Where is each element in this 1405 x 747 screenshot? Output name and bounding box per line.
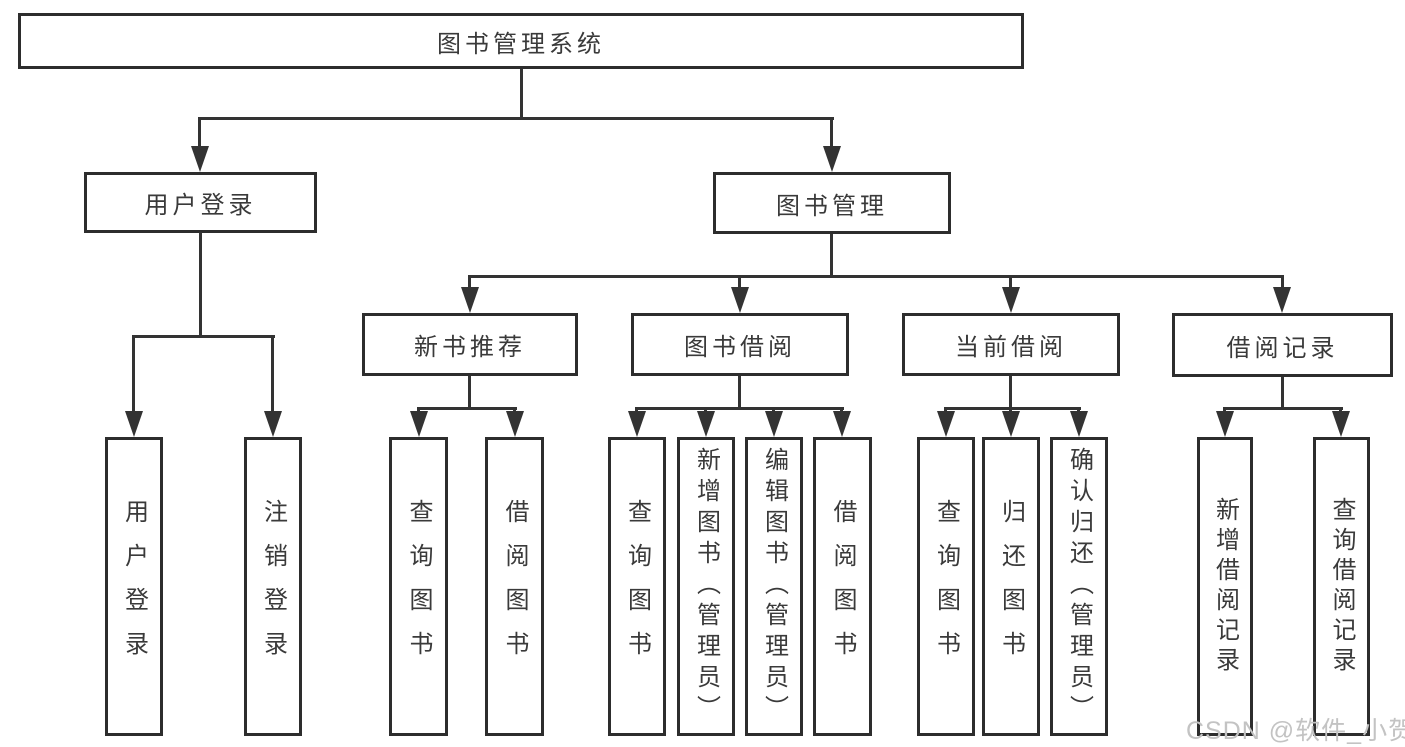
arrow-down-icon (191, 146, 209, 172)
leaf-label: 查询图书 (623, 498, 651, 675)
arrow-down-icon (765, 411, 783, 437)
arrow-down-icon (833, 411, 851, 437)
connector-line (1281, 275, 1284, 291)
leaf-label: 借阅图书 (829, 498, 856, 675)
connector-line (520, 69, 523, 117)
leaf-return-books: 归还图书 (982, 437, 1040, 736)
node-new-book-recommend-label: 新书推荐 (414, 334, 526, 361)
leaf-label: 确认归还（管理员） (1065, 447, 1093, 726)
leaf-query-books-recommend: 查询图书 (389, 437, 448, 736)
leaf-logout: 注销登录 (244, 437, 302, 736)
leaf-label: 借阅图书 (501, 498, 528, 675)
node-book-management: 图书管理 (713, 172, 951, 234)
leaf-label: 新增图书（管理员） (692, 447, 720, 726)
node-user-login: 用户登录 (84, 172, 317, 233)
connector-line (271, 335, 274, 413)
leaf-label: 用户登录 (120, 498, 148, 675)
node-borrow-records: 借阅记录 (1172, 313, 1393, 377)
arrow-down-icon (1002, 287, 1020, 313)
connector-line (738, 376, 741, 410)
leaf-query-books-current: 查询图书 (917, 437, 975, 736)
connector-line (468, 275, 471, 291)
arrow-down-icon (125, 411, 143, 437)
connector-line (199, 232, 202, 335)
node-current-borrow-label: 当前借阅 (955, 334, 1067, 361)
leaf-borrow-books: 借阅图书 (813, 437, 872, 736)
arrow-down-icon (410, 411, 428, 437)
leaf-query-books-borrow: 查询图书 (608, 437, 666, 736)
arrow-down-icon (1332, 411, 1350, 437)
arrow-down-icon (731, 287, 749, 313)
connector-line (738, 275, 741, 291)
leaf-label: 编辑图书（管理员） (760, 447, 788, 726)
arrow-down-icon (461, 287, 479, 313)
node-new-book-recommend: 新书推荐 (362, 313, 578, 376)
connector-line (944, 407, 1081, 410)
connector-line (417, 407, 517, 410)
arrow-down-icon (697, 411, 715, 437)
leaf-label: 注销登录 (259, 498, 287, 675)
connector-line (1281, 377, 1284, 410)
arrow-down-icon (1216, 411, 1234, 437)
leaf-borrow-books-recommend: 借阅图书 (485, 437, 544, 736)
leaf-label: 查询借阅记录 (1328, 496, 1355, 677)
leaf-user-login: 用户登录 (105, 437, 163, 736)
node-user-login-label: 用户登录 (144, 192, 257, 219)
leaf-label: 归还图书 (997, 498, 1025, 675)
connector-line (635, 407, 844, 410)
connector-line (132, 335, 135, 413)
leaf-label: 查询图书 (405, 498, 432, 675)
leaf-edit-books-admin: 编辑图书（管理员） (745, 437, 803, 736)
leaf-add-borrow-record: 新增借阅记录 (1197, 437, 1253, 736)
node-book-borrow: 图书借阅 (631, 313, 849, 376)
connector-line (1009, 275, 1012, 291)
arrow-down-icon (1273, 287, 1291, 313)
leaf-add-books-admin: 新增图书（管理员） (677, 437, 735, 736)
node-borrow-records-label: 借阅记录 (1226, 334, 1339, 362)
node-book-borrow-label: 图书借阅 (684, 334, 796, 361)
node-book-management-label: 图书管理 (776, 192, 888, 220)
connector-line (199, 117, 834, 120)
connector-line (132, 335, 275, 338)
arrow-down-icon (506, 411, 524, 437)
connector-line (1009, 376, 1012, 410)
leaf-label: 查询图书 (932, 498, 960, 675)
connector-line (830, 234, 833, 278)
leaf-query-borrow-record: 查询借阅记录 (1313, 437, 1370, 736)
arrow-down-icon (264, 411, 282, 437)
connector-line (1223, 407, 1343, 410)
connector-line (198, 117, 201, 150)
arrow-down-icon (823, 146, 841, 172)
node-current-borrow: 当前借阅 (902, 313, 1120, 376)
arrow-down-icon (628, 411, 646, 437)
arrow-down-icon (1002, 411, 1020, 437)
leaf-label: 新增借阅记录 (1211, 496, 1239, 677)
leaf-confirm-return-admin: 确认归还（管理员） (1050, 437, 1108, 736)
node-root-label: 图书管理系统 (437, 30, 605, 58)
arrow-down-icon (937, 411, 955, 437)
connector-line (468, 376, 471, 410)
arrow-down-icon (1070, 411, 1088, 437)
connector-line (830, 117, 833, 150)
watermark: CSDN @软件_小贺同学 (1186, 717, 1405, 745)
connector-line (468, 275, 1284, 278)
node-root: 图书管理系统 (18, 13, 1024, 69)
